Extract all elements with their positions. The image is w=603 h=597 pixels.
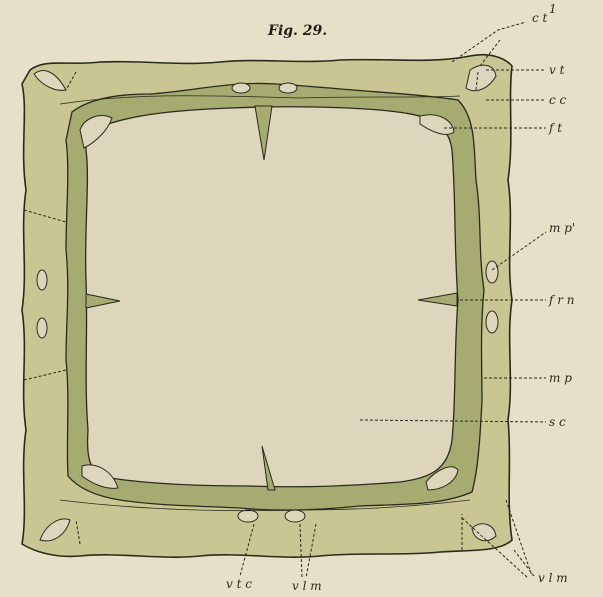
label-frn: f r n (548, 293, 575, 307)
vessel-right-bottom (486, 311, 498, 333)
vessel-top-right (279, 83, 297, 93)
vessel-top-left (232, 83, 250, 93)
label-vlm-bottom: v l m (292, 579, 322, 593)
label-ft: f t (548, 121, 562, 135)
vessel-left-bottom (37, 318, 47, 338)
label-ct1: c t (532, 11, 548, 25)
central-cavity (86, 107, 458, 487)
vessel-left-top (37, 270, 47, 290)
vessel-right-top (486, 261, 498, 283)
label-mp: m p (549, 371, 572, 385)
label-vlm-right: v l m (538, 571, 568, 585)
label-vtc: v t c (226, 577, 252, 591)
vessel-bottom-left (238, 510, 258, 522)
label-cc: c c (549, 93, 567, 107)
label-vt: v t (549, 63, 565, 77)
figure-title: Fig. 29. (267, 23, 327, 39)
label-mp-prime: m p' (549, 221, 575, 235)
label-ct1-superscript: 1 (549, 2, 557, 16)
vessel-bottom-right (285, 510, 305, 522)
label-sc: s c (549, 415, 566, 429)
